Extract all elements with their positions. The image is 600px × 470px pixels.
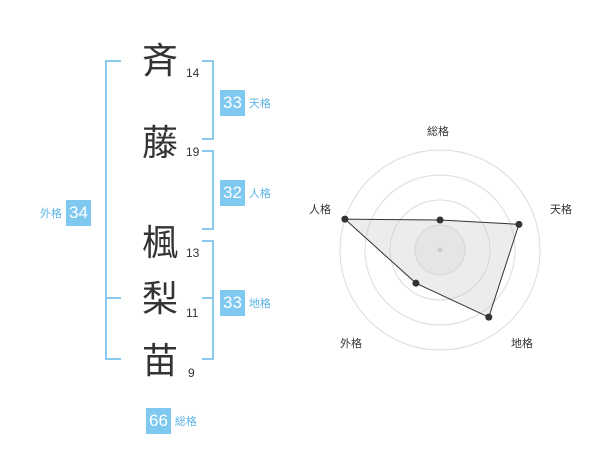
name-char-4: 梨 [142, 279, 179, 320]
jinkaku-bracket-vertical [212, 150, 214, 230]
radar-point-0 [436, 216, 444, 224]
gaikaku-label: 外格 [40, 207, 62, 220]
radar-ring [339, 149, 541, 351]
radar-svg [339, 149, 541, 351]
chikaku-bracket-middle [202, 297, 214, 299]
tenkaku-badge: 33 天格 [220, 90, 271, 116]
outer-bracket-top [105, 60, 121, 62]
stroke-count-1: 14 [186, 66, 200, 80]
gaikaku-value: 34 [66, 200, 91, 226]
chikaku-label: 地格 [248, 297, 271, 310]
stroke-count-4: 11 [186, 306, 199, 320]
chikaku-bracket-vertical [212, 240, 214, 360]
name-char-1: 斉 [142, 41, 179, 82]
chikaku-value: 33 [220, 290, 245, 316]
radar-label-gaikaku: 外格 [340, 337, 362, 350]
radar-point-4 [341, 215, 349, 223]
jinkaku-label: 人格 [248, 187, 271, 200]
radar-label-tenkaku: 天格 [550, 203, 572, 216]
radar-point-1 [515, 220, 523, 228]
name-char-2: 藤 [142, 123, 179, 164]
jinkaku-value: 32 [220, 180, 245, 206]
radar-label-chikaku: 地格 [511, 337, 533, 350]
jinkaku-badge: 32 人格 [220, 180, 271, 206]
radar-ring [364, 174, 516, 326]
jinkaku-bracket-bottom [202, 228, 214, 230]
name-char-3: 楓 [142, 223, 179, 264]
soukaku-label: 総格 [174, 415, 197, 428]
outer-bracket-middle [105, 297, 121, 299]
outer-bracket-bottom [105, 358, 121, 360]
radar-point-3 [412, 279, 420, 287]
radar-chart: 総格 天格 地格 外格 人格 [290, 120, 590, 380]
chikaku-bracket-bottom [202, 358, 214, 360]
radar-label-jinkaku: 人格 [309, 203, 331, 216]
outer-bracket-vertical [105, 60, 107, 360]
soukaku-value: 66 [146, 408, 171, 434]
jinkaku-bracket-top [202, 150, 214, 152]
chikaku-badge: 33 地格 [220, 290, 271, 316]
tenkaku-label: 天格 [248, 97, 271, 110]
radar-ring [389, 199, 491, 301]
tenkaku-bracket-bottom [202, 138, 214, 140]
name-char-5: 苗 [142, 341, 179, 382]
stroke-count-3: 13 [186, 246, 200, 260]
stroke-count-2: 19 [186, 145, 200, 159]
radar-label-soukaku: 総格 [427, 125, 449, 138]
radar-center [437, 247, 443, 253]
chikaku-bracket-top [202, 240, 214, 242]
radar-series-area [343, 218, 520, 318]
radar-point-2 [485, 313, 493, 321]
soukaku-badge: 66 総格 [146, 408, 197, 434]
tenkaku-bracket-vertical [212, 60, 214, 140]
tenkaku-value: 33 [220, 90, 245, 116]
stroke-count-5: 9 [188, 366, 195, 380]
gaikaku-badge: 外格 34 [40, 200, 91, 226]
tenkaku-bracket-top [202, 60, 214, 62]
